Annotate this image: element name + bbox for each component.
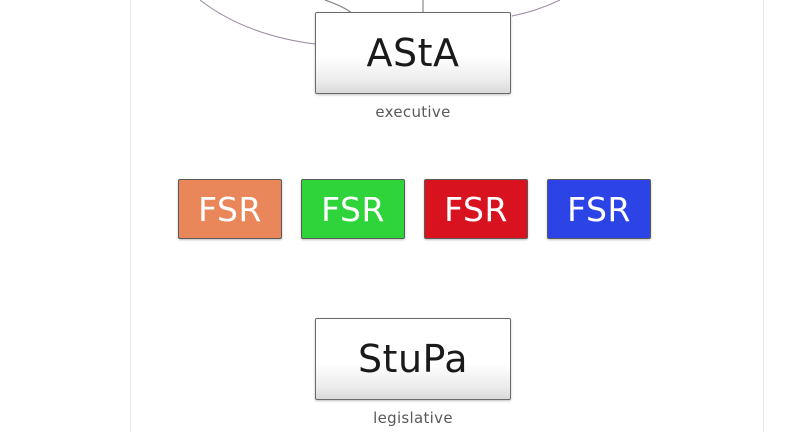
left-frame-line	[130, 0, 131, 432]
fsr-label: FSR	[567, 189, 631, 229]
stupa-node: StuPa	[315, 318, 511, 400]
fsr-label: FSR	[444, 189, 508, 229]
stupa-role-label: legislative	[373, 409, 453, 427]
fsr-node-orange: FSR	[178, 179, 282, 239]
fsr-label: FSR	[321, 189, 385, 229]
connector-outer-right	[511, 0, 561, 17]
fsr-node-blue: FSR	[547, 179, 651, 239]
asta-role-label: executive	[375, 103, 451, 121]
stupa-label: StuPa	[357, 337, 469, 381]
fsr-label: FSR	[198, 189, 262, 229]
asta-node: AStA	[315, 12, 511, 94]
asta-label: AStA	[366, 31, 460, 75]
fsr-node-green: FSR	[301, 179, 405, 239]
right-frame-line	[763, 0, 764, 432]
connector-outer-left	[199, 0, 316, 45]
fsr-node-red: FSR	[424, 179, 528, 239]
